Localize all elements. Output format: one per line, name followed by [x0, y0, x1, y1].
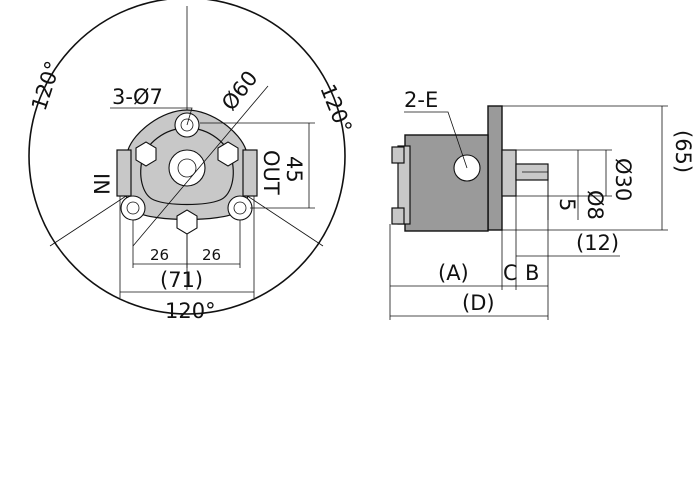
hex-bolt-right [217, 141, 239, 167]
mount-hole-left-inner [126, 201, 140, 215]
angle-top-left-label: 120° [27, 58, 65, 114]
hex-bolt-bottom [176, 209, 198, 235]
offset-left-label: 26 [150, 246, 169, 264]
side-bolt-bottom [391, 207, 405, 225]
bolt-holes-label: 3-Ø7 [112, 85, 163, 109]
dia-30-label: Ø30 [611, 158, 635, 201]
mount-hole-left [120, 195, 146, 221]
port-in-label: IN [89, 173, 113, 195]
port-boss-out [242, 149, 258, 197]
mount-hole-top-inner [180, 118, 194, 132]
mount-hole-right-inner [233, 201, 247, 215]
key-5-label: 5 [555, 198, 579, 211]
ports-leader [404, 111, 468, 169]
port-out-label: OUT [259, 150, 283, 195]
side-view: 2-E (65) Ø30 Ø8 5 (12) (A) C B (D) [389, 88, 695, 320]
dim-b-label: B [525, 261, 539, 285]
dim-a-label: (A) [438, 261, 469, 285]
shaft-inner [177, 158, 197, 178]
port-boss-in [116, 149, 132, 197]
ports-label: 2-E [404, 88, 438, 112]
side-boss [501, 149, 517, 197]
side-body [404, 134, 489, 232]
mount-hole-right [227, 195, 253, 221]
width-71-label: (71) [160, 268, 203, 292]
pcd-leader [132, 85, 269, 247]
len-12-label: (12) [576, 231, 619, 255]
side-flange [487, 105, 503, 231]
hex-bolt-left [135, 141, 157, 167]
dim-d-label: (D) [462, 291, 495, 315]
offset-right-label: 26 [202, 246, 221, 264]
pcd-label: Ø60 [217, 66, 263, 115]
dim-c-label: C [503, 261, 518, 285]
front-view: 120° 120° 120° 3-Ø7 Ø60 IN OUT 45 26 26 … [27, 0, 357, 323]
flange-circle [28, 0, 346, 315]
angle-bottom-label: 120° [165, 299, 216, 323]
shaft-outer [168, 149, 206, 187]
dia-8-label: Ø8 [583, 190, 607, 220]
angle-top-right-label: 120° [315, 81, 356, 137]
side-bolt-top [391, 146, 405, 164]
height-45-label: 45 [282, 156, 306, 183]
bolt-hole-leader [110, 107, 193, 126]
height-65-label: (65) [671, 130, 695, 173]
